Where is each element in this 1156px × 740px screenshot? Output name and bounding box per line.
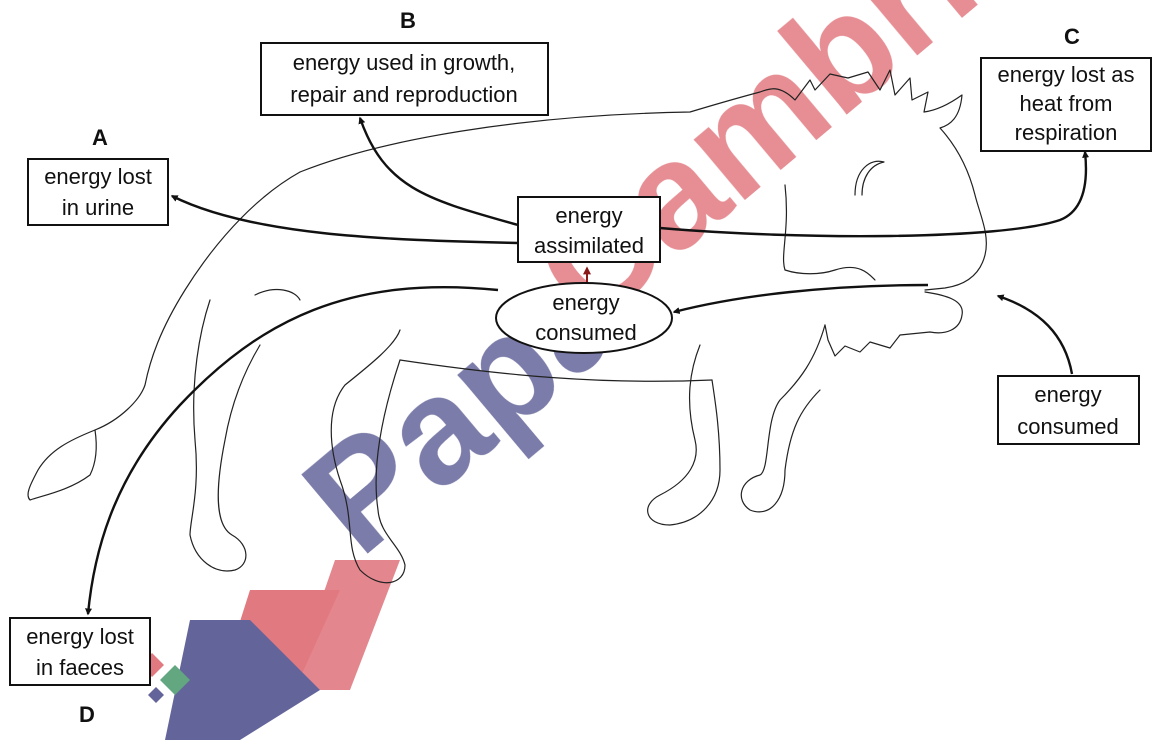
arrow-to-consumed-oval <box>674 285 928 312</box>
box-c-line2: heat from <box>1020 91 1113 116</box>
box-consumed-input-line2: consumed <box>1017 414 1119 439</box>
box-a-line2: in urine <box>62 195 134 220</box>
oval-consumed: energy consumed <box>496 283 672 353</box>
box-consumed-input: energy consumed <box>998 376 1139 444</box>
box-b-line1: energy used in growth, <box>293 50 516 75</box>
box-assimilated-line1: energy <box>555 203 622 228</box>
box-c-line3: respiration <box>1015 120 1118 145</box>
box-d-line2: in faeces <box>36 655 124 680</box>
box-c-line1: energy lost as <box>998 62 1135 87</box>
box-b-line2: repair and reproduction <box>290 82 517 107</box>
box-d: energy lost in faeces D <box>10 618 150 727</box>
watermark-blue-square <box>148 687 164 703</box>
box-a-line1: energy lost <box>44 164 152 189</box>
box-d-line1: energy lost <box>26 624 134 649</box>
box-c: C energy lost as heat from respiration <box>981 24 1151 151</box>
oval-consumed-line2: consumed <box>535 320 637 345</box>
box-c-letter: C <box>1064 24 1080 49</box>
box-a-letter: A <box>92 125 108 150</box>
box-a: A energy lost in urine <box>28 125 168 225</box>
box-b-letter: B <box>400 8 416 33</box>
box-assimilated: energy assimilated <box>518 197 660 262</box>
arrow-to-b <box>360 118 518 225</box>
box-assimilated-line2: assimilated <box>534 233 644 258</box>
box-b: B energy used in growth, repair and repr… <box>261 8 548 115</box>
box-consumed-input-line1: energy <box>1034 382 1101 407</box>
box-d-letter: D <box>79 702 95 727</box>
oval-consumed-line1: energy <box>552 290 619 315</box>
arrow-input-to-head <box>998 296 1072 374</box>
